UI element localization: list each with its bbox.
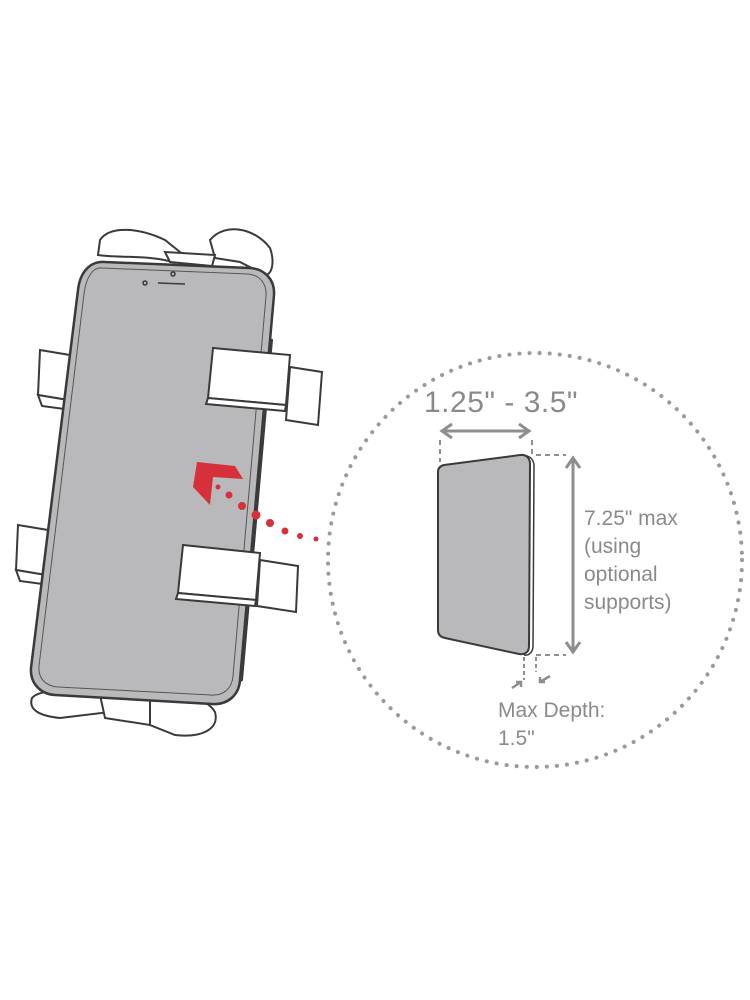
- max-depth-label: Max Depth: 1.5": [498, 697, 605, 753]
- red-arrow-marker: [193, 462, 243, 505]
- max-height-line-1: 7.25" max: [584, 507, 678, 530]
- phone-earpiece: [142, 271, 186, 286]
- top-cradle-feet: [96, 228, 274, 277]
- max-height-line-4: supports): [584, 591, 672, 614]
- max-height-line-2: (using: [584, 535, 642, 558]
- red-dotted-trail: [215, 484, 319, 542]
- callout-phone: [437, 453, 532, 656]
- detail-callout-circle: [326, 351, 744, 769]
- max-height-line-3: optional: [584, 563, 658, 586]
- right-arms: [174, 346, 324, 614]
- max-depth-line-2: 1.5": [498, 727, 535, 750]
- max-depth-line-1: Max Depth:: [498, 699, 606, 722]
- width-dimension: [439, 422, 533, 462]
- phone-body: [29, 260, 276, 706]
- width-range-label: 1.25" - 3.5": [424, 386, 579, 419]
- max-height-label: 7.25" max (using optional supports): [584, 505, 678, 617]
- depth-dimension: [511, 657, 551, 690]
- height-dimension: [536, 454, 582, 656]
